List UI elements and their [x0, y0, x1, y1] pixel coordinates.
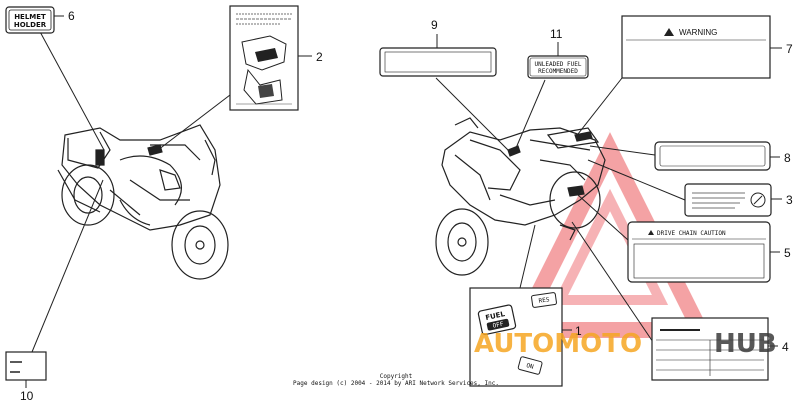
left-leader-lines [31, 27, 231, 353]
callout-8: 8 [784, 151, 791, 165]
instruction-label-2 [229, 5, 299, 111]
copyright-line: Page design (c) 2004 - 2014 by ARI Netwo… [293, 380, 499, 387]
fuel-valve-label-group: FUEL OFF RES ON [469, 287, 563, 387]
drive-chain-label: DRIVE CHAIN CAUTION [627, 221, 771, 283]
watermark-text: AUTOMOTO HUB [474, 329, 777, 359]
symbol-circle-icon [750, 192, 766, 208]
callout-2: 2 [316, 50, 323, 64]
label-4-card [651, 317, 769, 381]
callout-11: 11 [550, 27, 563, 41]
callout-4: 4 [782, 340, 789, 354]
callout-7: 7 [786, 42, 793, 56]
unleaded-fuel-label: UNLEADED FUEL RECOMMENDED [527, 55, 589, 79]
label-8-blank [654, 141, 771, 171]
unleaded-line1: UNLEADED FUEL [535, 61, 582, 68]
callout-3: 3 [786, 193, 793, 207]
label-10-card [5, 351, 47, 381]
callout-6: 6 [68, 9, 75, 23]
res-text: RES [538, 296, 550, 304]
warning-label: WARNING [621, 15, 771, 79]
label-3-card [684, 183, 772, 217]
callout-1: 1 [575, 324, 582, 338]
unleaded-line2: RECOMMENDED [538, 68, 578, 75]
label-9-blank [379, 47, 497, 77]
on-text: ON [525, 362, 534, 371]
warning-triangle-icon [664, 28, 674, 36]
right-leader-lines [435, 77, 686, 346]
drive-chain-text: DRIVE CHAIN CAUTION [657, 230, 726, 237]
callout-9: 9 [431, 18, 438, 32]
right-motorcycle-drawing [435, 117, 606, 276]
watermark-hub: HUB [714, 329, 777, 359]
helmet-holder-line2: HOLDER [14, 21, 47, 29]
warning-text: WARNING [679, 28, 717, 37]
callout-10: 10 [20, 389, 34, 403]
helmet-holder-line1: HELMET [14, 13, 46, 21]
callout-5: 5 [784, 246, 791, 260]
helmet-holder-label: HELMET HOLDER [5, 6, 55, 34]
watermark-automoto: AUTOMOTO [474, 329, 642, 359]
off-text: OFF [492, 321, 504, 330]
left-motorcycle-drawing [57, 124, 229, 280]
copyright-title: Copyright [380, 373, 413, 380]
